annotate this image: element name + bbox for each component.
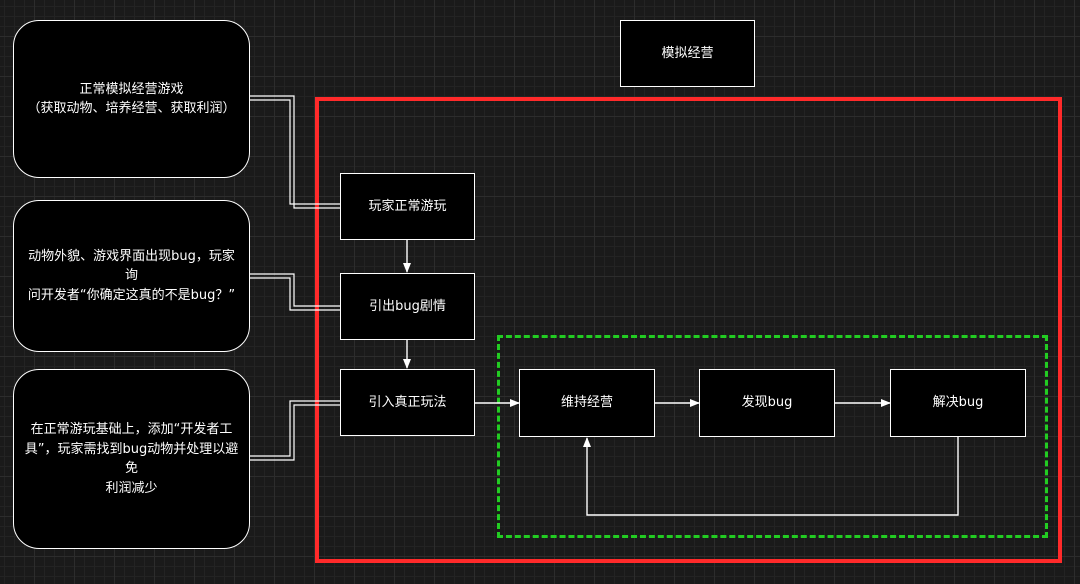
- arrow-fix-back-to-maintain: [583, 437, 959, 516]
- flow-step-bug-story: 引出bug剧情: [340, 273, 475, 340]
- flow-step-real-play: 引入真正玩法: [340, 369, 475, 436]
- note-bug-event-line1: 动物外貌、游戏界面出现bug，玩家询: [28, 248, 235, 284]
- flow-step-bug-story-label: 引出bug剧情: [369, 298, 446, 314]
- title-box-label: 模拟经营: [661, 45, 714, 61]
- note-real-play-line3: 利润减少: [105, 480, 158, 496]
- note-real-play-line2: 具”，玩家需找到bug动物并处理以避免: [24, 441, 239, 477]
- note-link-normal: [249, 95, 340, 209]
- loop-find-bug: 发现bug: [699, 369, 835, 437]
- note-real-play: 在正常游玩基础上，添加“开发者工 具”，玩家需找到bug动物并处理以避免 利润减…: [13, 369, 250, 549]
- note-link-real-play: [249, 400, 340, 461]
- loop-maintain-business-label: 维持经营: [560, 395, 613, 411]
- note-normal-sim: 正常模拟经营游戏 （获取动物、培养经营、获取利润）: [13, 20, 250, 178]
- flow-step-normal-play: 玩家正常游玩: [340, 173, 475, 240]
- gameplay-highlight-frame: [315, 97, 1062, 563]
- note-link-bug-event: [249, 273, 340, 311]
- note-real-play-line1: 在正常游玩基础上，添加“开发者工: [30, 422, 233, 437]
- note-bug-event-line2: 问开发者“你确定这真的不是bug？”: [27, 287, 236, 303]
- flow-step-normal-play-label: 玩家正常游玩: [368, 198, 447, 214]
- loop-fix-bug-label: 解决bug: [932, 395, 984, 411]
- note-normal-line1: 正常模拟经营游戏: [79, 81, 184, 97]
- core-loop-frame: [497, 335, 1048, 538]
- loop-find-bug-label: 发现bug: [741, 395, 793, 411]
- flow-step-real-play-label: 引入真正玩法: [368, 394, 447, 410]
- note-bug-event: 动物外貌、游戏界面出现bug，玩家询 问开发者“你确定这真的不是bug？”: [13, 200, 250, 352]
- title-box: 模拟经营: [620, 20, 755, 87]
- loop-maintain-business: 维持经营: [519, 369, 655, 437]
- loop-fix-bug: 解决bug: [890, 369, 1026, 437]
- note-normal-line2: （获取动物、培养经营、获取利润）: [27, 101, 236, 116]
